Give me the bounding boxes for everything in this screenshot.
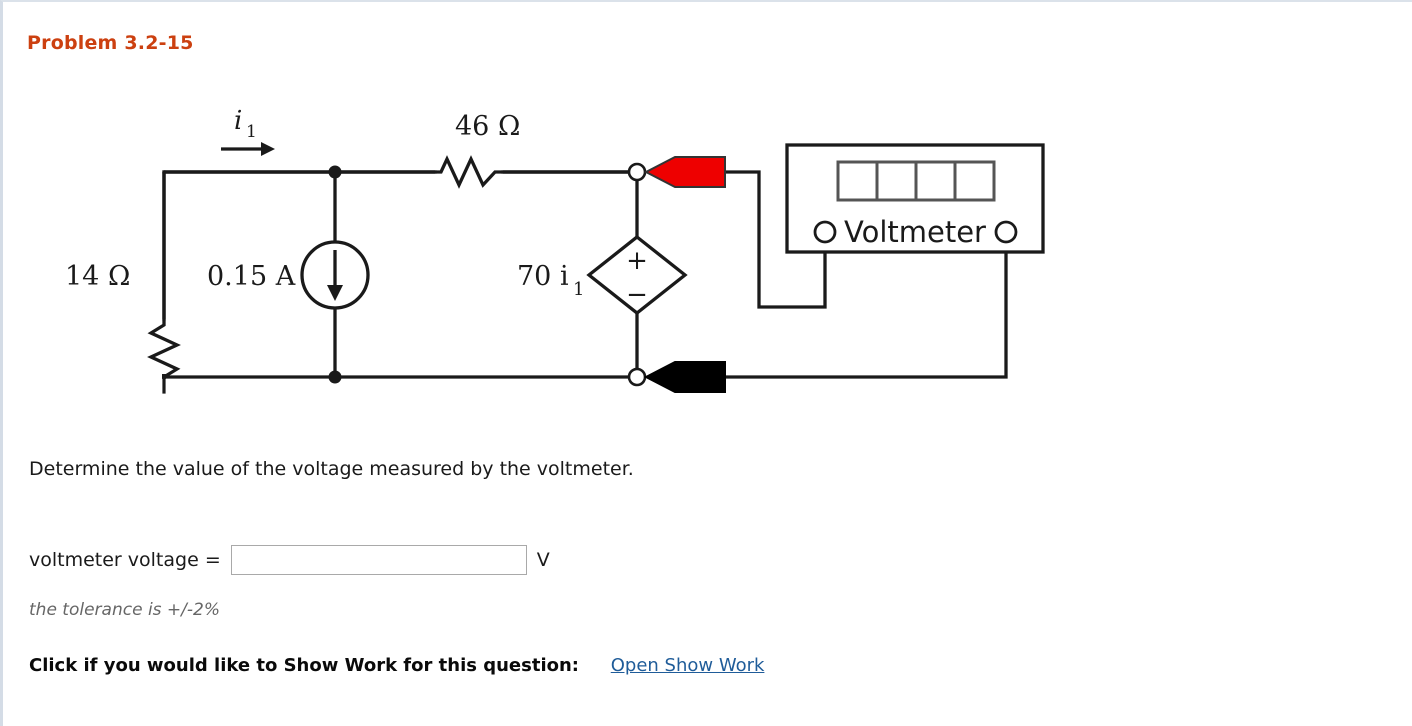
wire-negative-lead — [725, 252, 1008, 379]
answer-row: voltmeter voltage = V — [29, 545, 550, 575]
display-cell — [875, 160, 918, 202]
terminal-node-bottom — [627, 367, 647, 387]
open-show-work-link[interactable]: Open Show Work — [610, 655, 765, 676]
display-cell — [836, 160, 879, 202]
circuit-diagram: i 1 14 Ω 46 Ω 0.15 A 70 i 1 + − Voltmete… — [65, 106, 1045, 394]
label-resistor-14ohm: 14 Ω — [65, 261, 130, 292]
voltmeter-terminal-positive — [813, 220, 837, 244]
junction-dot-top — [328, 165, 342, 179]
voltmeter-voltage-input[interactable] — [230, 545, 527, 575]
label-dependent-source: 70 i — [517, 261, 569, 292]
label-dependent-plus: + — [626, 246, 648, 276]
label-voltmeter: Voltmeter — [844, 215, 986, 249]
show-work-row: Click if you would like to Show Work for… — [29, 655, 764, 676]
current-source-arrow-head — [327, 285, 343, 301]
current-arrow-head — [261, 142, 275, 156]
label-current-i1-subscript: 1 — [246, 122, 257, 142]
probe-negative-black — [643, 361, 726, 393]
answer-label: voltmeter voltage = — [29, 549, 221, 571]
display-cell — [953, 160, 996, 202]
label-current-i1: i — [234, 106, 242, 136]
tolerance-note: the tolerance is +/-2% — [29, 600, 221, 620]
label-resistor-46ohm: 46 Ω — [455, 111, 520, 142]
voltmeter-terminal-negative — [994, 220, 1018, 244]
circuit-visible — [147, 142, 1045, 393]
label-current-source: 0.15 A — [207, 261, 296, 292]
wire-positive-lead — [725, 170, 827, 309]
answer-unit-label: V — [536, 549, 550, 571]
show-work-label: Click if you would like to Show Work for… — [29, 655, 579, 676]
voltmeter-display — [836, 160, 996, 202]
resistor-14ohm-symbol — [147, 319, 181, 379]
display-cell — [914, 160, 957, 202]
label-dependent-minus: − — [626, 280, 648, 310]
circuit-labels: i 1 14 Ω 46 Ω 0.15 A 70 i 1 + − Voltmete… — [65, 106, 986, 310]
label-dependent-source-subscript: 1 — [573, 279, 584, 300]
terminal-node-top — [627, 162, 647, 182]
resistor-46ohm-symbol — [435, 155, 503, 189]
question-prompt: Determine the value of the voltage measu… — [29, 458, 634, 480]
junction-dot-bottom — [328, 370, 342, 384]
page-title: Problem 3.2-15 — [27, 32, 194, 54]
probe-positive-red — [643, 156, 726, 188]
